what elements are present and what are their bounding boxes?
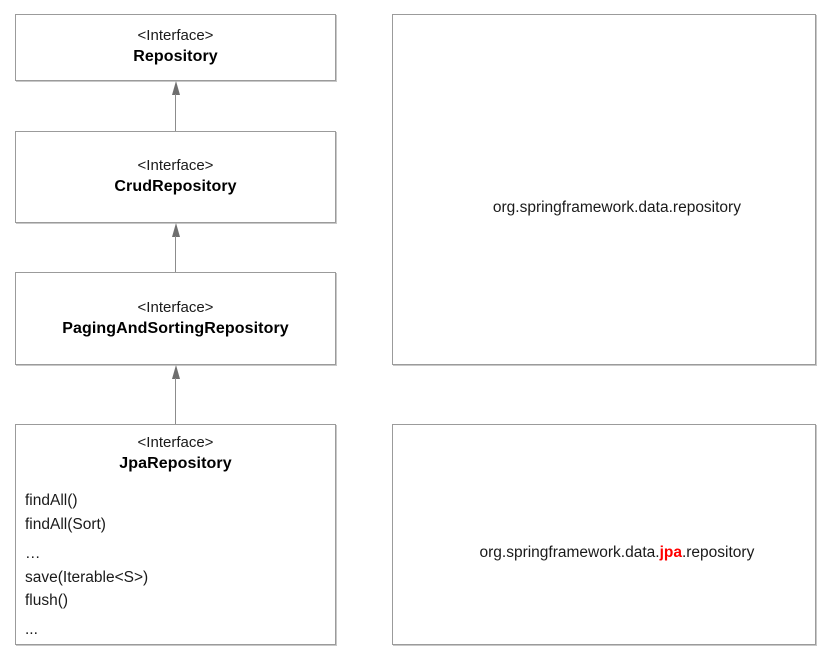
class-box-repository[interactable]: <Interface> Repository xyxy=(15,14,336,81)
generalization-arrow-crud-to-repository xyxy=(169,81,183,131)
member-item: save(Iterable<S>) xyxy=(25,568,149,586)
arrowhead-icon xyxy=(172,365,180,379)
class-box-jpa-repository[interactable]: <Interface> JpaRepository findAll() find… xyxy=(15,424,336,645)
class-box-paging-and-sorting-repository[interactable]: <Interface> PagingAndSortingRepository xyxy=(15,272,336,365)
package-label: org.springframework.data.jpa.repository xyxy=(393,526,815,580)
member-item: findAll() xyxy=(25,492,78,509)
class-name-label: JpaRepository xyxy=(119,454,232,472)
stereotype-label: <Interface> xyxy=(137,27,214,44)
arrow-shaft xyxy=(175,378,176,424)
arrow-shaft xyxy=(175,94,176,131)
arrowhead-icon xyxy=(172,223,180,237)
package-label-suffix: .repository xyxy=(681,544,755,561)
member-item: flush() xyxy=(25,592,69,609)
generalization-arrow-jpa-to-paging xyxy=(169,365,183,424)
package-label: org.springframework.data.repository xyxy=(393,181,815,235)
arrow-shaft xyxy=(175,236,176,272)
arrowhead-icon xyxy=(172,81,180,95)
member-item: ... xyxy=(25,620,38,638)
class-name-label: Repository xyxy=(133,47,218,65)
class-header: <Interface> JpaRepository xyxy=(16,433,335,474)
member-list: findAll() findAll(Sort) … save(Iterable<… xyxy=(16,489,335,641)
stereotype-label: <Interface> xyxy=(137,434,214,451)
class-header: <Interface> Repository xyxy=(16,26,335,67)
class-name-label: PagingAndSortingRepository xyxy=(62,319,289,337)
package-label-text: org.springframework.data.repository xyxy=(492,199,741,216)
package-box-data-repository[interactable]: org.springframework.data.repository xyxy=(392,14,816,365)
member-item: … xyxy=(25,545,41,562)
package-label-prefix: org.springframework.data. xyxy=(479,544,660,561)
class-name-label: CrudRepository xyxy=(114,177,237,195)
package-box-data-jpa-repository[interactable]: org.springframework.data.jpa.repository xyxy=(392,424,816,645)
class-box-crud-repository[interactable]: <Interface> CrudRepository xyxy=(15,131,336,223)
class-header: <Interface> PagingAndSortingRepository xyxy=(16,298,335,339)
stereotype-label: <Interface> xyxy=(137,157,214,174)
package-label-highlight-jpa: jpa xyxy=(659,544,682,561)
generalization-arrow-paging-to-crud xyxy=(169,223,183,272)
member-item: findAll(Sort) xyxy=(25,515,106,533)
stereotype-label: <Interface> xyxy=(137,299,214,316)
class-header: <Interface> CrudRepository xyxy=(16,156,335,197)
